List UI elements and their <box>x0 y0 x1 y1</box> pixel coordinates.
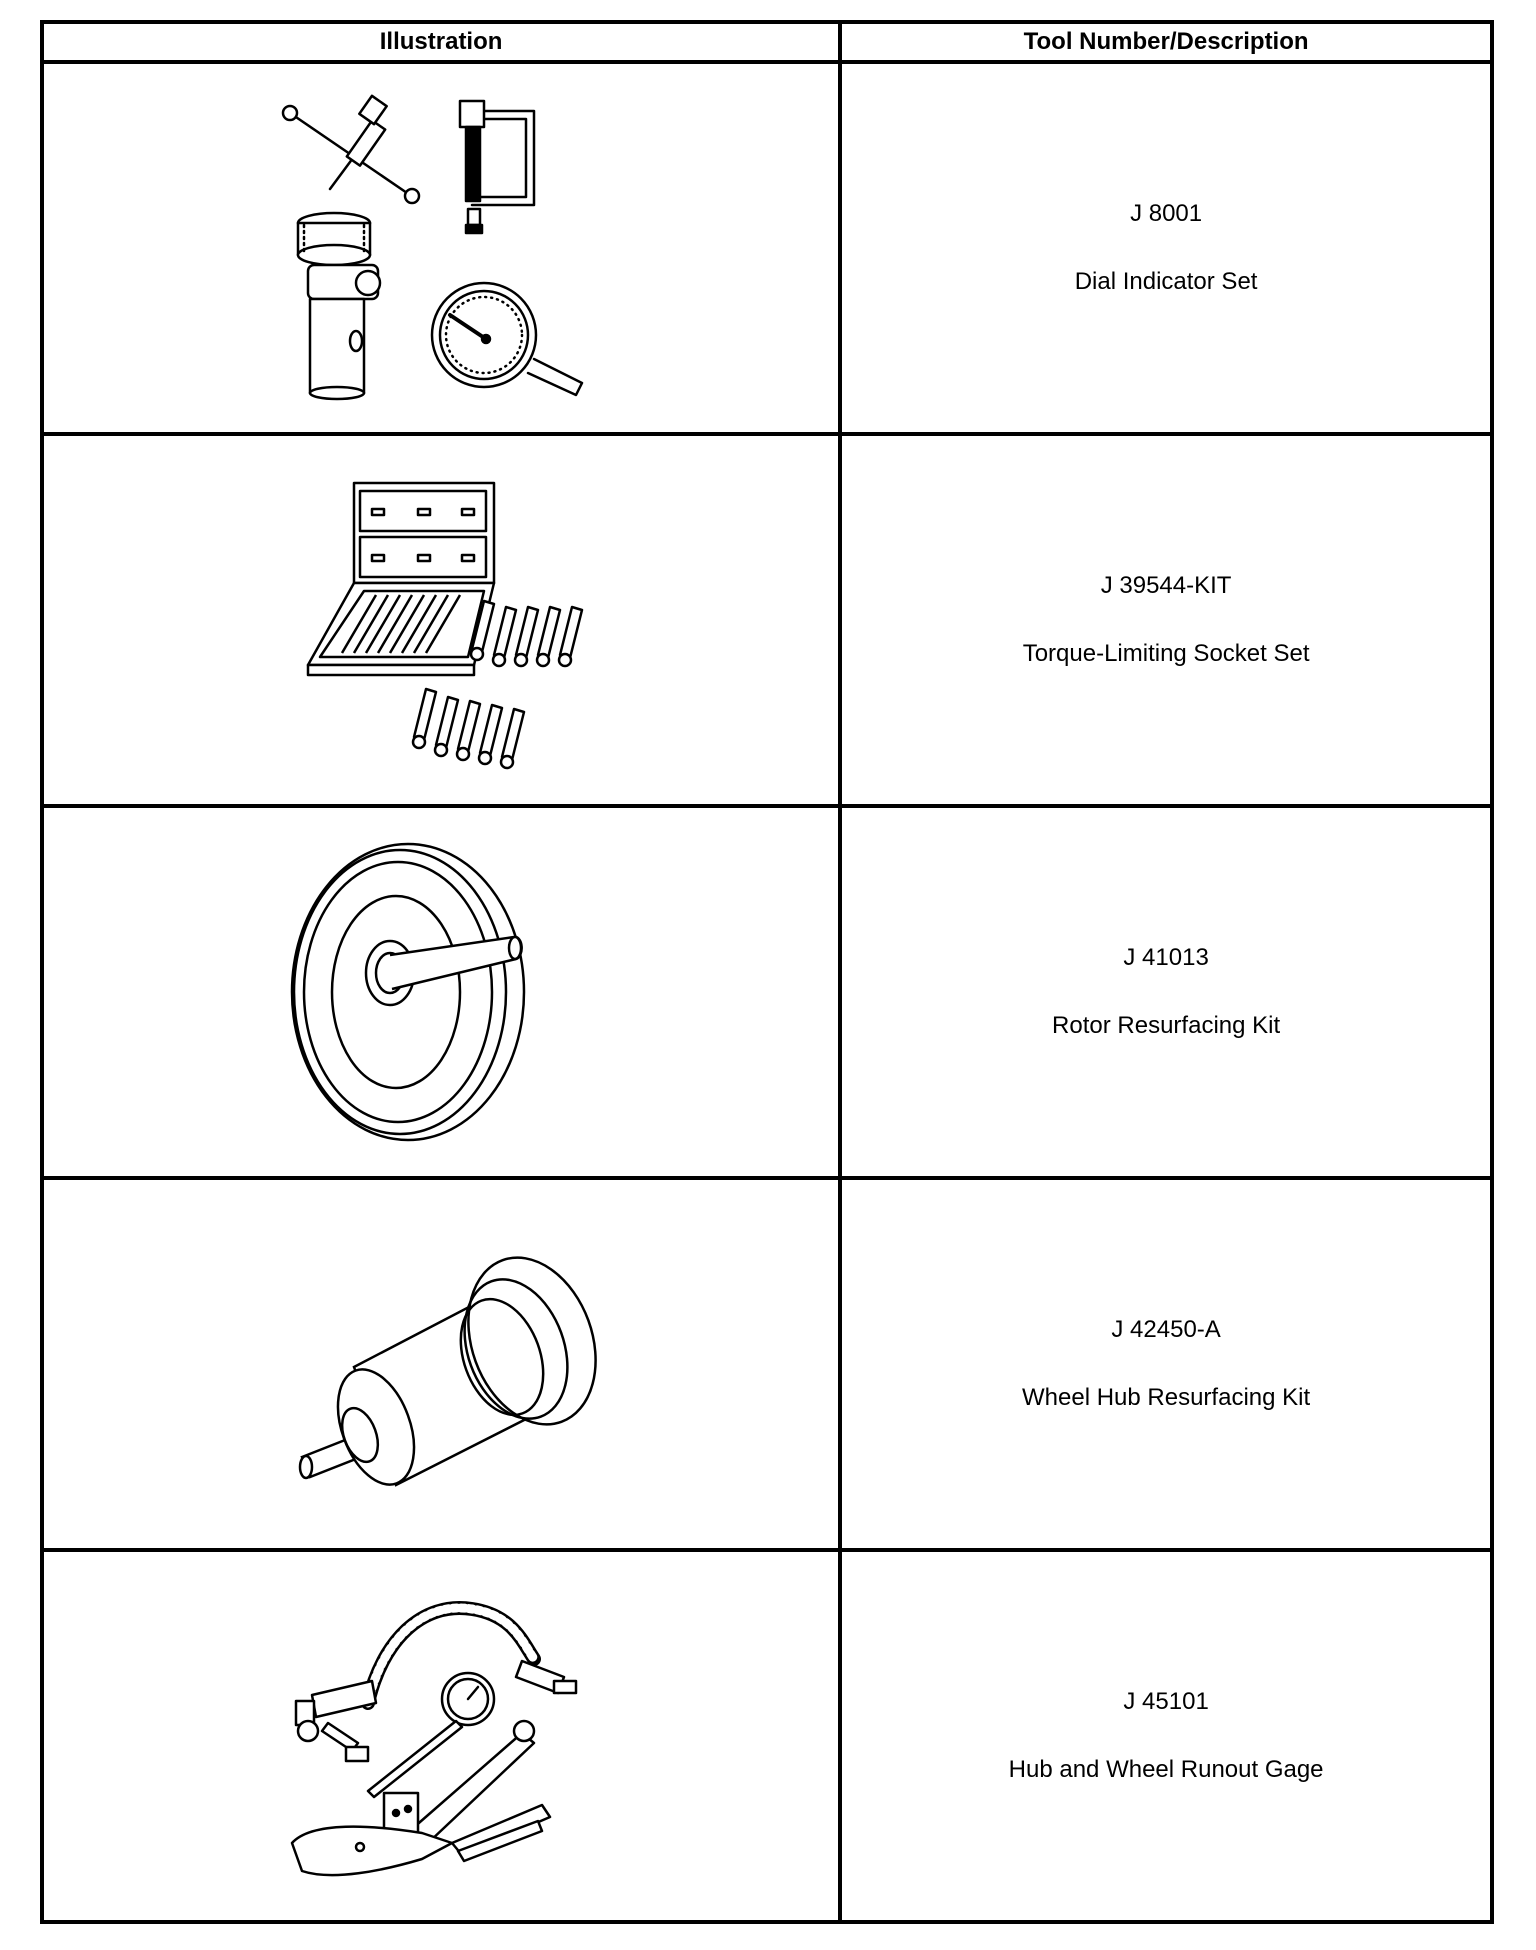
tool-description: Wheel Hub Resurfacing Kit <box>1022 1384 1311 1411</box>
header-illustration: Illustration <box>39 20 843 64</box>
header-row: Illustration Tool Number/Description <box>39 20 1494 64</box>
description-cell: J 39544-KIT Torque-Limiting Socket Set <box>838 432 1494 808</box>
description-cell: J 41013 Rotor Resurfacing Kit <box>838 804 1494 1180</box>
hub-resurfacing-cylinder-illustration <box>298 1256 597 1487</box>
tool-number: J 42450-A <box>1111 1316 1221 1343</box>
dial-indicator-set-illustration <box>281 94 584 401</box>
illustration-cell <box>39 60 843 436</box>
illustration-cell <box>39 1176 843 1552</box>
tool-number: J 39544-KIT <box>1100 572 1232 599</box>
tool-number: J 45101 <box>1123 1688 1209 1715</box>
description-cell: J 8001 Dial Indicator Set <box>838 60 1494 436</box>
tool-description: Dial Indicator Set <box>1074 268 1258 295</box>
tool-number: J 41013 <box>1123 944 1209 971</box>
rotor-disc-illustration <box>290 842 526 1142</box>
runout-gage-illustration <box>290 1601 578 1877</box>
description-cell: J 42450-A Wheel Hub Resurfacing Kit <box>838 1176 1494 1552</box>
table-row: J 39544-KIT Torque-Limiting Socket Set <box>39 432 1494 808</box>
tool-description: Hub and Wheel Runout Gage <box>1008 1756 1324 1783</box>
tool-number: J 8001 <box>1130 200 1203 227</box>
tool-table: Illustration Tool Number/Description <box>39 20 1494 1924</box>
illustration-cell <box>39 1548 843 1924</box>
table-row: J 42450-A Wheel Hub Resurfacing Kit <box>39 1176 1494 1552</box>
table-row: J 41013 Rotor Resurfacing Kit <box>39 804 1494 1180</box>
tool-description: Torque-Limiting Socket Set <box>1022 640 1310 667</box>
illustration-cell <box>39 432 843 808</box>
description-cell: J 45101 Hub and Wheel Runout Gage <box>838 1548 1494 1924</box>
table-row: J 45101 Hub and Wheel Runout Gage <box>39 1548 1494 1924</box>
header-tool-description: Tool Number/Description <box>838 20 1494 64</box>
table-row: J 8001 Dial Indicator Set <box>39 60 1494 436</box>
socket-set-case-illustration <box>306 481 584 770</box>
tool-description: Rotor Resurfacing Kit <box>1052 1012 1281 1039</box>
illustration-cell <box>39 804 843 1180</box>
